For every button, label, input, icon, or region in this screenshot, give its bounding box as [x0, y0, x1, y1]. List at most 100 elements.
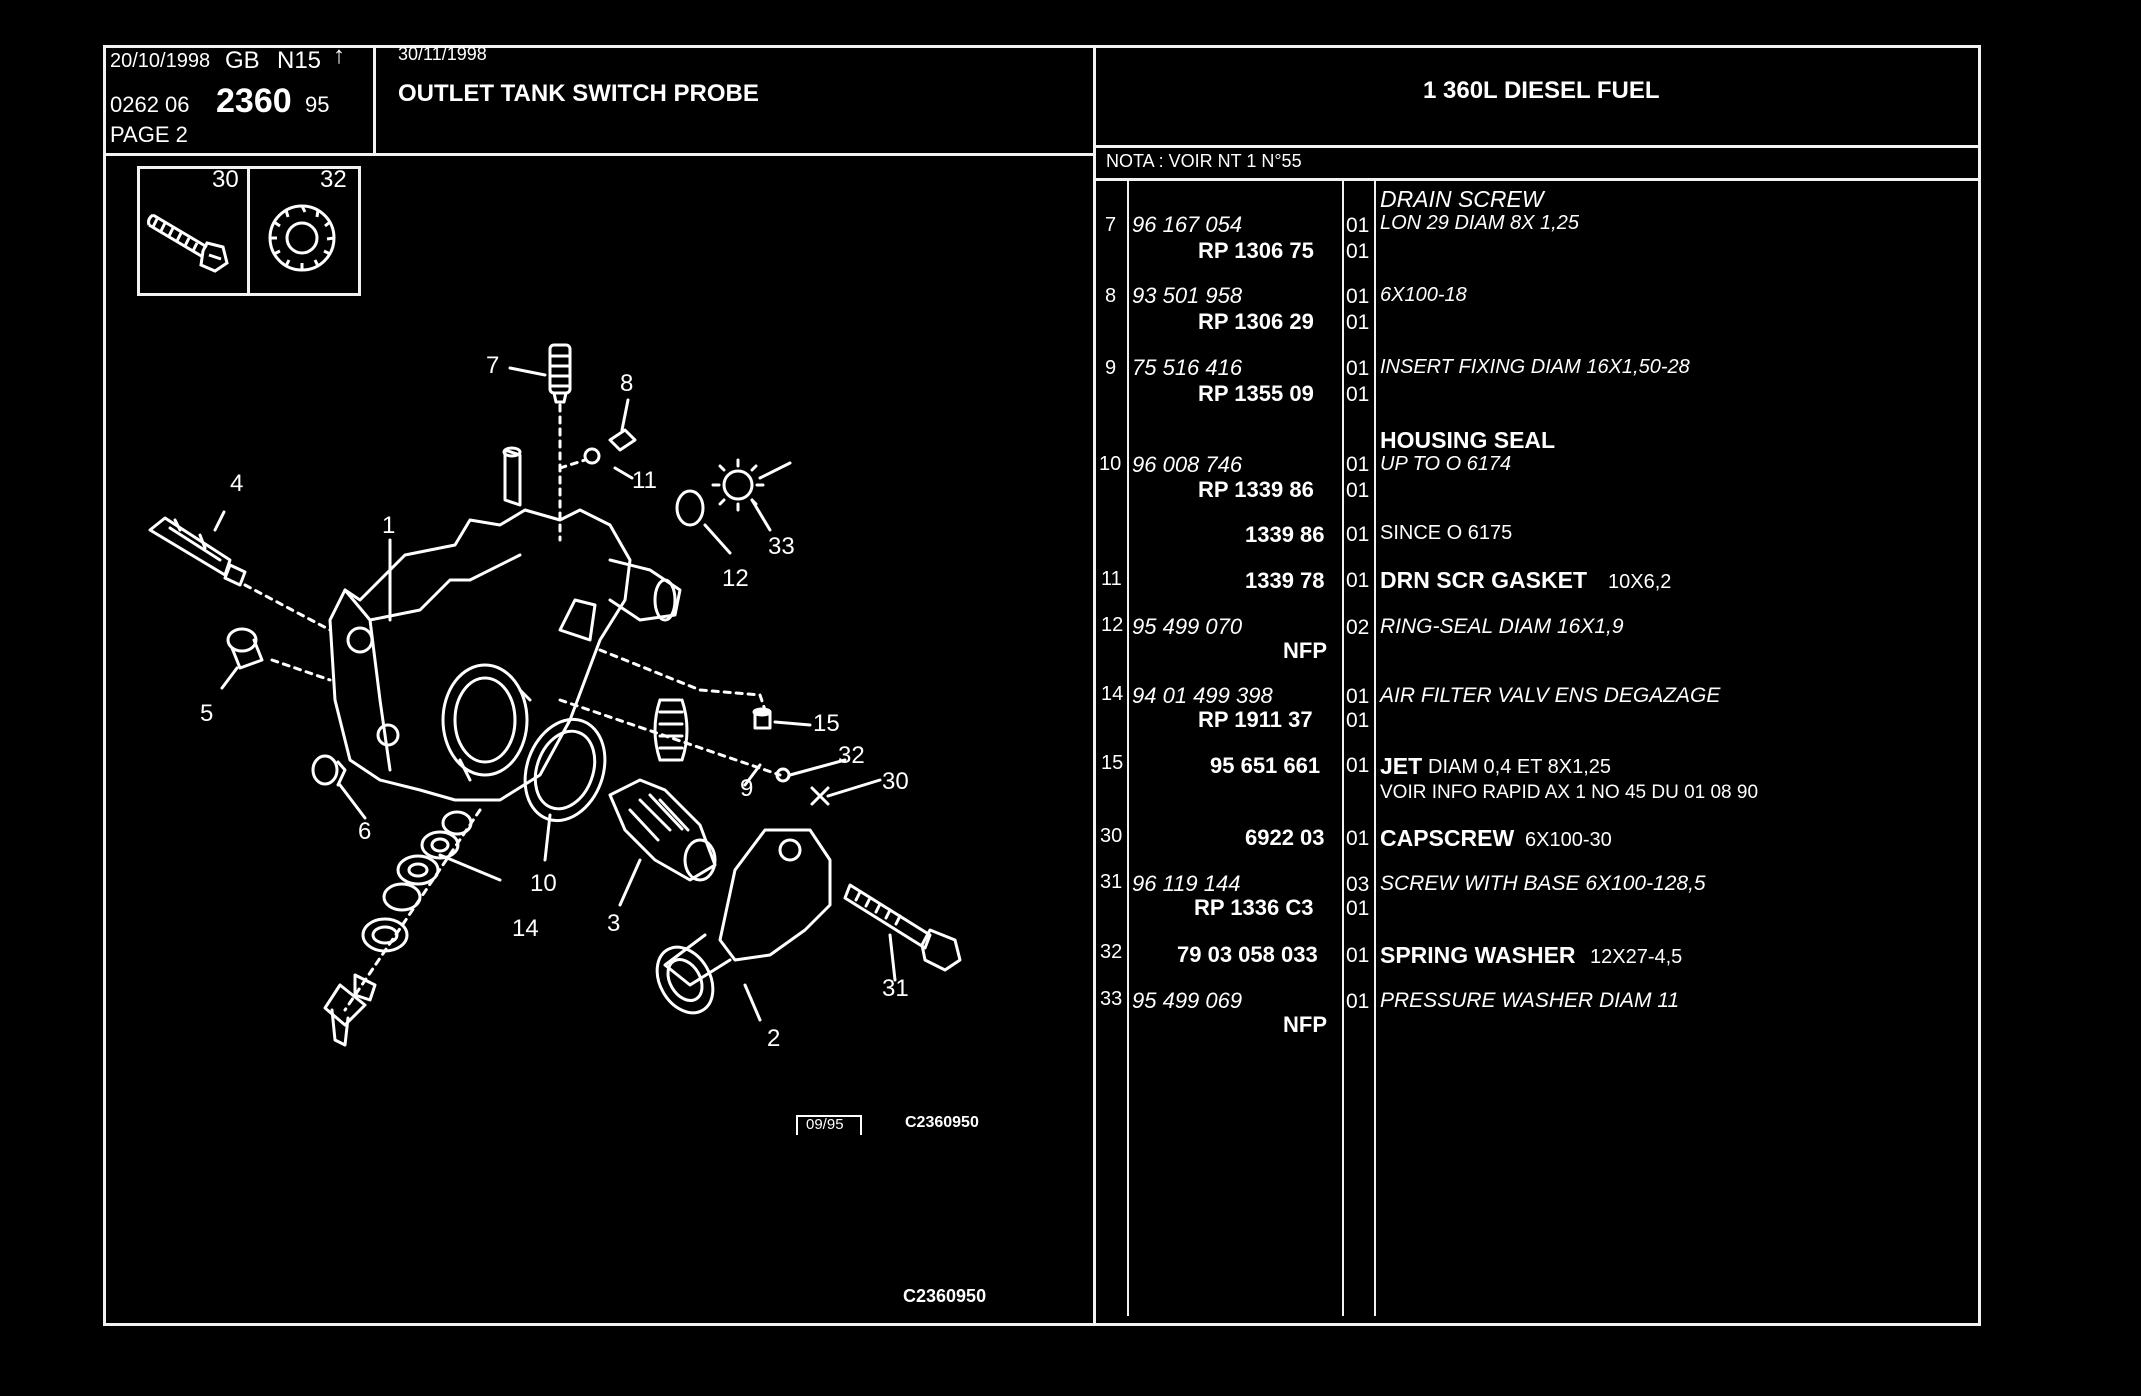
- callout-12: 12: [722, 565, 749, 592]
- part-7-qty2: 01: [1346, 240, 1370, 263]
- inset-divider: [247, 166, 250, 293]
- stamp-date: 09/95: [806, 1116, 844, 1133]
- spring-washer-icon: [268, 204, 336, 272]
- part-9-qty: 01: [1346, 357, 1370, 380]
- callout-1: 1: [382, 512, 396, 539]
- inset-label-30: 30: [212, 166, 239, 193]
- callout-3: 3: [607, 910, 621, 937]
- part-31-qty: 03: [1346, 873, 1370, 896]
- stamp-date-box: [796, 1115, 862, 1135]
- part-12-qty: 02: [1346, 616, 1370, 639]
- part-10-name: HOUSING SEAL: [1380, 427, 1556, 453]
- part-14-index: 14: [1101, 683, 1124, 705]
- part-9-rp: RP 1355 09: [1198, 381, 1314, 406]
- part-9-index: 9: [1105, 357, 1117, 379]
- part-7-rp: RP 1306 75: [1198, 238, 1314, 263]
- callout-15: 15: [813, 710, 840, 737]
- header-ref-main: 2360: [216, 82, 292, 120]
- frame-top: [103, 45, 1981, 48]
- part-12-ref: 95 499 070: [1132, 614, 1243, 639]
- header-page: PAGE 2: [110, 122, 188, 147]
- part-12-rp: NFP: [1283, 638, 1327, 663]
- callout-8: 8: [620, 370, 634, 397]
- part-9-desc: INSERT FIXING DIAM 16X1,50-28: [1380, 356, 1690, 378]
- part-10-ref: 96 008 746: [1132, 452, 1243, 477]
- part-33-rp: NFP: [1283, 1012, 1327, 1037]
- part-12-index: 12: [1101, 614, 1124, 636]
- part-7-desc: LON 29 DIAM 8X 1,25: [1380, 212, 1579, 234]
- part-32-qty: 01: [1346, 944, 1370, 967]
- header-code: N15: [277, 47, 322, 74]
- part-8-ref: 93 501 958: [1132, 283, 1243, 308]
- callout-5: 5: [200, 700, 214, 727]
- col-divider-2: [1342, 180, 1344, 1316]
- part-30-index: 30: [1100, 825, 1123, 847]
- callout-33: 33: [768, 533, 795, 560]
- part-31-index: 31: [1100, 871, 1123, 893]
- nota-text: NOTA : VOIR NT 1 N°55: [1106, 151, 1302, 171]
- divider-header-right: [1093, 145, 1981, 148]
- up-arrow-icon: ↑: [333, 42, 345, 69]
- header-ref-suffix: 95: [305, 92, 330, 117]
- callout-32: 32: [838, 742, 865, 769]
- part-32-desc: 12X27-4,5: [1590, 946, 1683, 968]
- col-divider-3: [1374, 180, 1376, 1316]
- part-33-desc: PRESSURE WASHER DIAM 11: [1380, 989, 1680, 1012]
- vehicle-title: 1 360L DIESEL FUEL: [1423, 77, 1660, 104]
- header-date: 20/10/1998: [110, 50, 211, 72]
- part-32-name: SPRING WASHER: [1380, 942, 1576, 968]
- callout-4: 4: [230, 470, 244, 497]
- part-7-qty: 01: [1346, 214, 1370, 237]
- part-30-desc: 6X100-30: [1525, 829, 1612, 851]
- part-8-qty2: 01: [1346, 311, 1370, 334]
- part-14-desc: AIR FILTER VALV ENS DEGAZAGE: [1380, 684, 1721, 707]
- callout-7: 7: [486, 352, 500, 379]
- callout-14: 14: [512, 915, 539, 942]
- inset-label-32: 32: [320, 166, 347, 193]
- part-10-rp: RP 1339 86: [1198, 477, 1314, 502]
- part-32-ref: 79 03 058 033: [1177, 942, 1318, 967]
- part-8-index: 8: [1105, 285, 1117, 307]
- part-14-rp: RP 1911 37: [1198, 707, 1313, 732]
- header-lang: GB: [225, 47, 260, 74]
- divider-header-left: [103, 153, 1095, 156]
- part-12-desc: RING-SEAL DIAM 16X1,9: [1380, 615, 1624, 638]
- part-15-index: 15: [1101, 752, 1124, 774]
- part-32-index: 32: [1100, 941, 1123, 963]
- part-11-ref: 1339 78: [1245, 568, 1325, 593]
- part-15-ref: 95 651 661: [1210, 753, 1321, 778]
- col-divider-1: [1127, 180, 1129, 1316]
- part-15-name: JET: [1380, 753, 1423, 779]
- callout-9: 9: [740, 775, 754, 802]
- part-9-ref: 75 516 416: [1132, 355, 1243, 380]
- part-7-ref: 96 167 054: [1132, 212, 1243, 237]
- callout-30: 30: [882, 768, 909, 795]
- frame-bottom: [103, 1323, 1981, 1326]
- part-30-name: CAPSCREW: [1380, 825, 1515, 851]
- callout-11: 11: [632, 467, 657, 494]
- part-10-qty: 01: [1346, 453, 1370, 476]
- frame-left: [103, 45, 106, 1326]
- page-title: OUTLET TANK SWITCH PROBE: [398, 80, 759, 107]
- part-14-ref: 94 01 499 398: [1132, 683, 1273, 708]
- part-10b-ref: 1339 86: [1245, 522, 1325, 547]
- callout-31: 31: [882, 975, 909, 1002]
- part-31-rp: RP 1336 C3: [1194, 895, 1314, 920]
- part-11-index: 11: [1101, 568, 1122, 590]
- part-14-qty2: 01: [1346, 709, 1370, 732]
- part-30-qty: 01: [1346, 827, 1370, 850]
- part-9-qty2: 01: [1346, 383, 1370, 406]
- capscrew-icon: [147, 213, 229, 273]
- part-10-qty2: 01: [1346, 479, 1370, 502]
- part-31-desc: SCREW WITH BASE 6X100-128,5: [1380, 872, 1706, 895]
- part-10-index: 10: [1099, 453, 1122, 475]
- part-14-qty: 01: [1346, 685, 1370, 708]
- part-10b-qty: 01: [1346, 523, 1370, 546]
- part-31-ref: 96 119 144: [1132, 871, 1241, 896]
- header-revision-date: 30/11/1998: [398, 44, 487, 64]
- header-ref-prefix: 0262 06: [110, 92, 190, 117]
- callout-2: 2: [767, 1025, 781, 1052]
- footer-code: C2360950: [903, 1286, 987, 1306]
- divider-ref-box: [373, 45, 376, 155]
- part-33-index: 33: [1100, 988, 1123, 1010]
